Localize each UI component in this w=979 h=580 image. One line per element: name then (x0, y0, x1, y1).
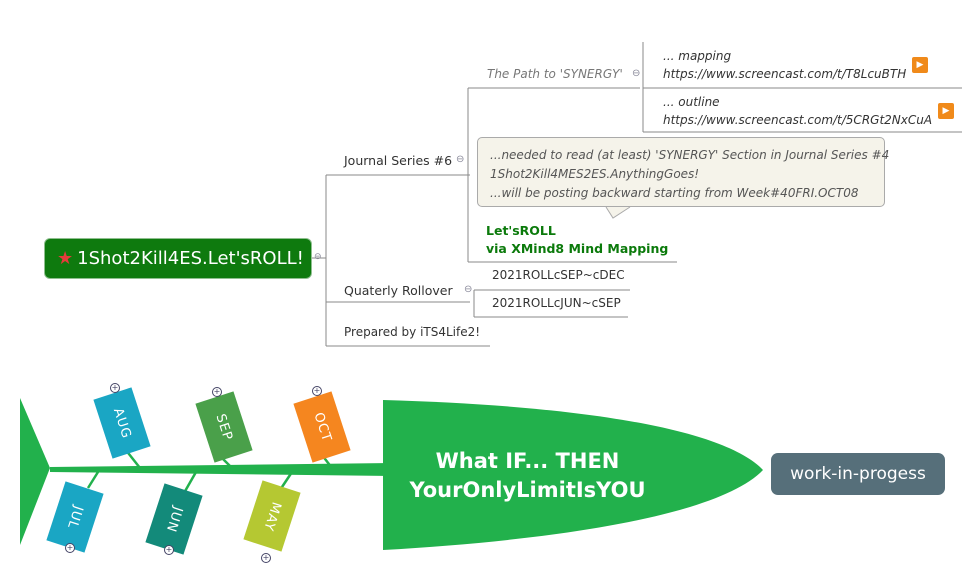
play-video-icon[interactable]: ▶ (912, 57, 928, 73)
mapping-url-link[interactable]: https://www.screencast.com/t/T8LcuBTH (663, 67, 907, 81)
rollover-collapse-icon[interactable]: ⊖ (464, 284, 473, 295)
root-topic-label: 1Shot2Kill4ES.Let'sROLL! (77, 248, 304, 269)
star-icon: ★ (57, 248, 74, 269)
expand-icon[interactable]: + (65, 543, 75, 553)
outline-url-link[interactable]: https://www.screencast.com/t/5CRGt2NxCuA (663, 113, 933, 127)
mapping-title: ... mapping (663, 49, 732, 63)
month-label: JUL (64, 503, 86, 531)
status-topic[interactable]: work-in-progess (771, 453, 945, 495)
letsroll-line1: Let'sROLL (486, 223, 556, 238)
head-line2: YourOnlyLimitIsYOU (409, 478, 646, 502)
note-callout: ...needed to read (at least) 'SYNERGY' S… (477, 137, 890, 207)
letsroll-line2: via XMind8 Mind Mapping (486, 241, 669, 256)
journal-collapse-icon[interactable]: ⊖ (456, 154, 465, 165)
expand-icon[interactable]: + (164, 545, 174, 555)
fishbone-head (383, 400, 763, 550)
topic-prepared-by[interactable]: Prepared by iTS4Life2! (344, 325, 481, 339)
root-collapse-icon[interactable]: ⊖ (314, 252, 322, 262)
path-collapse-icon[interactable]: ⊖ (632, 68, 641, 79)
outline-title: ... outline (663, 95, 720, 109)
month-label: AUG (109, 405, 134, 441)
expand-icon[interactable]: + (212, 387, 222, 397)
fishbone-tail (20, 398, 50, 545)
month-label: OCT (310, 410, 334, 444)
month-label: JUN (162, 504, 186, 534)
expand-icon[interactable]: + (312, 386, 322, 396)
head-line1: What IF... THEN (435, 449, 620, 473)
expand-icon[interactable]: + (261, 553, 271, 563)
fishbone-head-text[interactable]: What IF... THEN YourOnlyLimitIsYOU (395, 447, 660, 505)
note-line: ...needed to read (at least) 'SYNERGY' S… (490, 148, 890, 162)
root-topic[interactable]: ★ 1Shot2Kill4ES.Let'sROLL! (44, 238, 312, 279)
topic-roll-jun-sep[interactable]: 2021ROLLcJUN~cSEP (492, 296, 621, 310)
expand-icon[interactable]: + (110, 383, 120, 393)
topic-journal-series[interactable]: Journal Series #6 (344, 153, 453, 168)
topic-letsroll[interactable]: Let'sROLL via XMind8 Mind Mapping (486, 222, 668, 258)
topic-roll-sep-dec[interactable]: 2021ROLLcSEP~cDEC (492, 268, 625, 282)
topic-path-to-synergy[interactable]: The Path to 'SYNERGY' (487, 67, 623, 81)
note-line: 1Shot2Kill4MES2ES.AnythingGoes! (490, 167, 700, 181)
month-label: MAY (260, 499, 284, 533)
note-line: ...will be posting backward starting fro… (490, 186, 859, 200)
fishbone-spine (50, 463, 390, 476)
play-video-icon[interactable]: ▶ (938, 103, 954, 119)
month-label: SEP (212, 411, 236, 443)
topic-quarterly-rollover[interactable]: Quaterly Rollover (344, 283, 453, 298)
